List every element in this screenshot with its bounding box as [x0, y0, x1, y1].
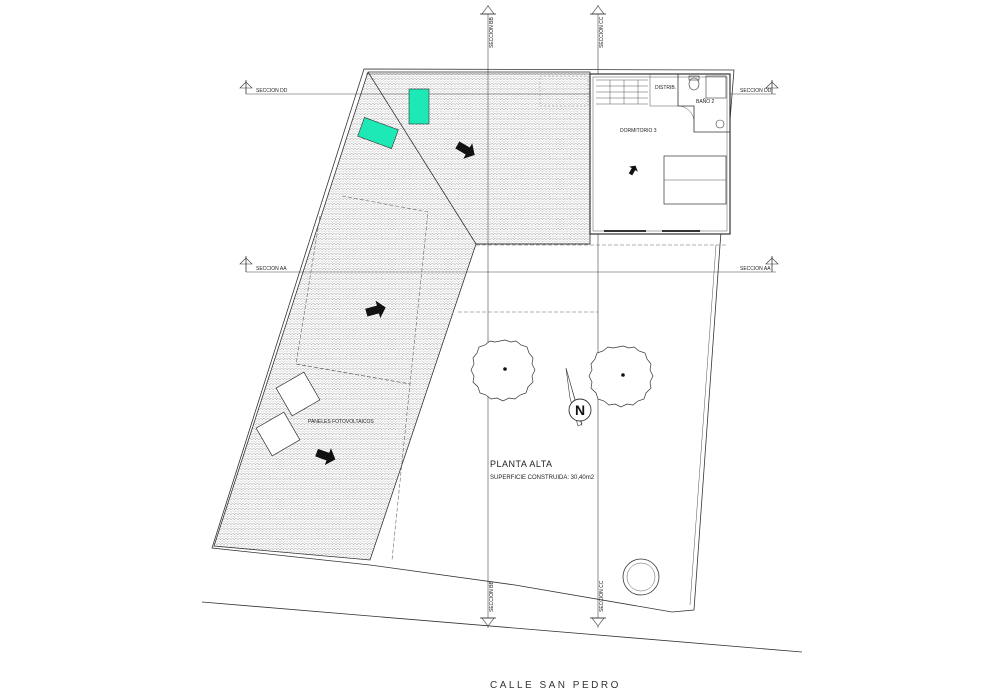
solar-panels-label: PANELES FOTOVOLTAICOS: [308, 419, 374, 425]
compass-rose-icon: N: [565, 367, 592, 427]
room-label-bedroom: DORMITORIO 3: [620, 128, 657, 134]
section-marker-icon: [239, 5, 779, 627]
tree-icon: [588, 345, 654, 408]
section-label-bb-top: SECCION BB: [489, 16, 495, 48]
street-name: CALLE SAN PEDRO: [490, 680, 621, 691]
room-label-closet: DISTRIB.: [655, 85, 676, 91]
solar-panels: [255, 371, 321, 457]
room-label-bath: BAÑO 2: [696, 98, 715, 105]
section-label-dd-right: SECCION DD: [740, 88, 772, 94]
section-label-aa-right: SECCION AA: [740, 266, 771, 272]
north-symbol: N: [575, 402, 585, 418]
skylight-2: [357, 117, 399, 149]
section-label-aa-left: SECCION AA: [256, 266, 287, 272]
tree-icon: [470, 339, 536, 402]
section-label-cc-top: SECCION CC: [599, 16, 605, 48]
round-feature: [622, 558, 660, 596]
bedroom-block: [589, 73, 731, 235]
stairs: [596, 79, 648, 105]
street-line: [201, 601, 803, 653]
plan-area: SUPERFICIE CONSTRUIDA: 30,40m2: [490, 475, 595, 481]
slope-arrow-icon: [315, 141, 475, 466]
plan-title: PLANTA ALTA: [490, 459, 553, 469]
skylight-1: [408, 88, 430, 125]
section-label-cc-bottom: SECCION CC: [599, 580, 605, 612]
section-label-dd-left: SECCION DD: [256, 88, 288, 94]
section-label-bb-bottom: SECCION BB: [489, 580, 495, 612]
tiled-roof: [213, 71, 591, 561]
